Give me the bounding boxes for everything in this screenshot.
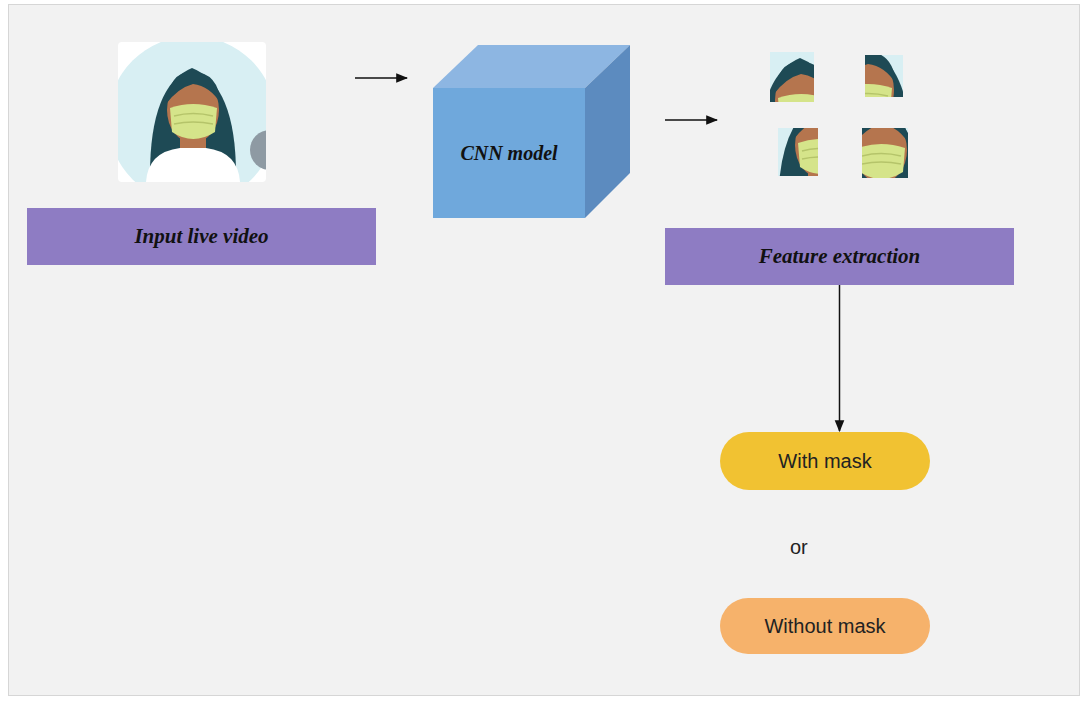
node-label: CNN model: [460, 142, 557, 165]
feature-crop: [865, 55, 903, 97]
cube-face: CNN model: [433, 88, 585, 218]
flow-arrow: [839, 285, 841, 431]
flow-arrow: [355, 77, 407, 79]
flow-arrow: [665, 119, 717, 121]
class-pill: With mask: [720, 432, 930, 490]
note-label: or: [790, 536, 808, 559]
cube-shape: [433, 45, 630, 218]
node-label: Feature extraction: [759, 244, 921, 269]
feature-crop: [862, 128, 908, 178]
node-label: Input live video: [134, 224, 268, 249]
output-band: Feature extraction: [665, 228, 1014, 285]
woman-illustration: [118, 42, 266, 182]
feature-crop: [778, 128, 818, 176]
input-band: Input live video: [27, 208, 376, 265]
cnn-cube: CNN model: [433, 45, 630, 218]
class-pill: Without mask: [720, 598, 930, 654]
feature-crop: [770, 52, 814, 102]
node-label: Without mask: [764, 615, 885, 638]
node-label: With mask: [778, 450, 871, 473]
